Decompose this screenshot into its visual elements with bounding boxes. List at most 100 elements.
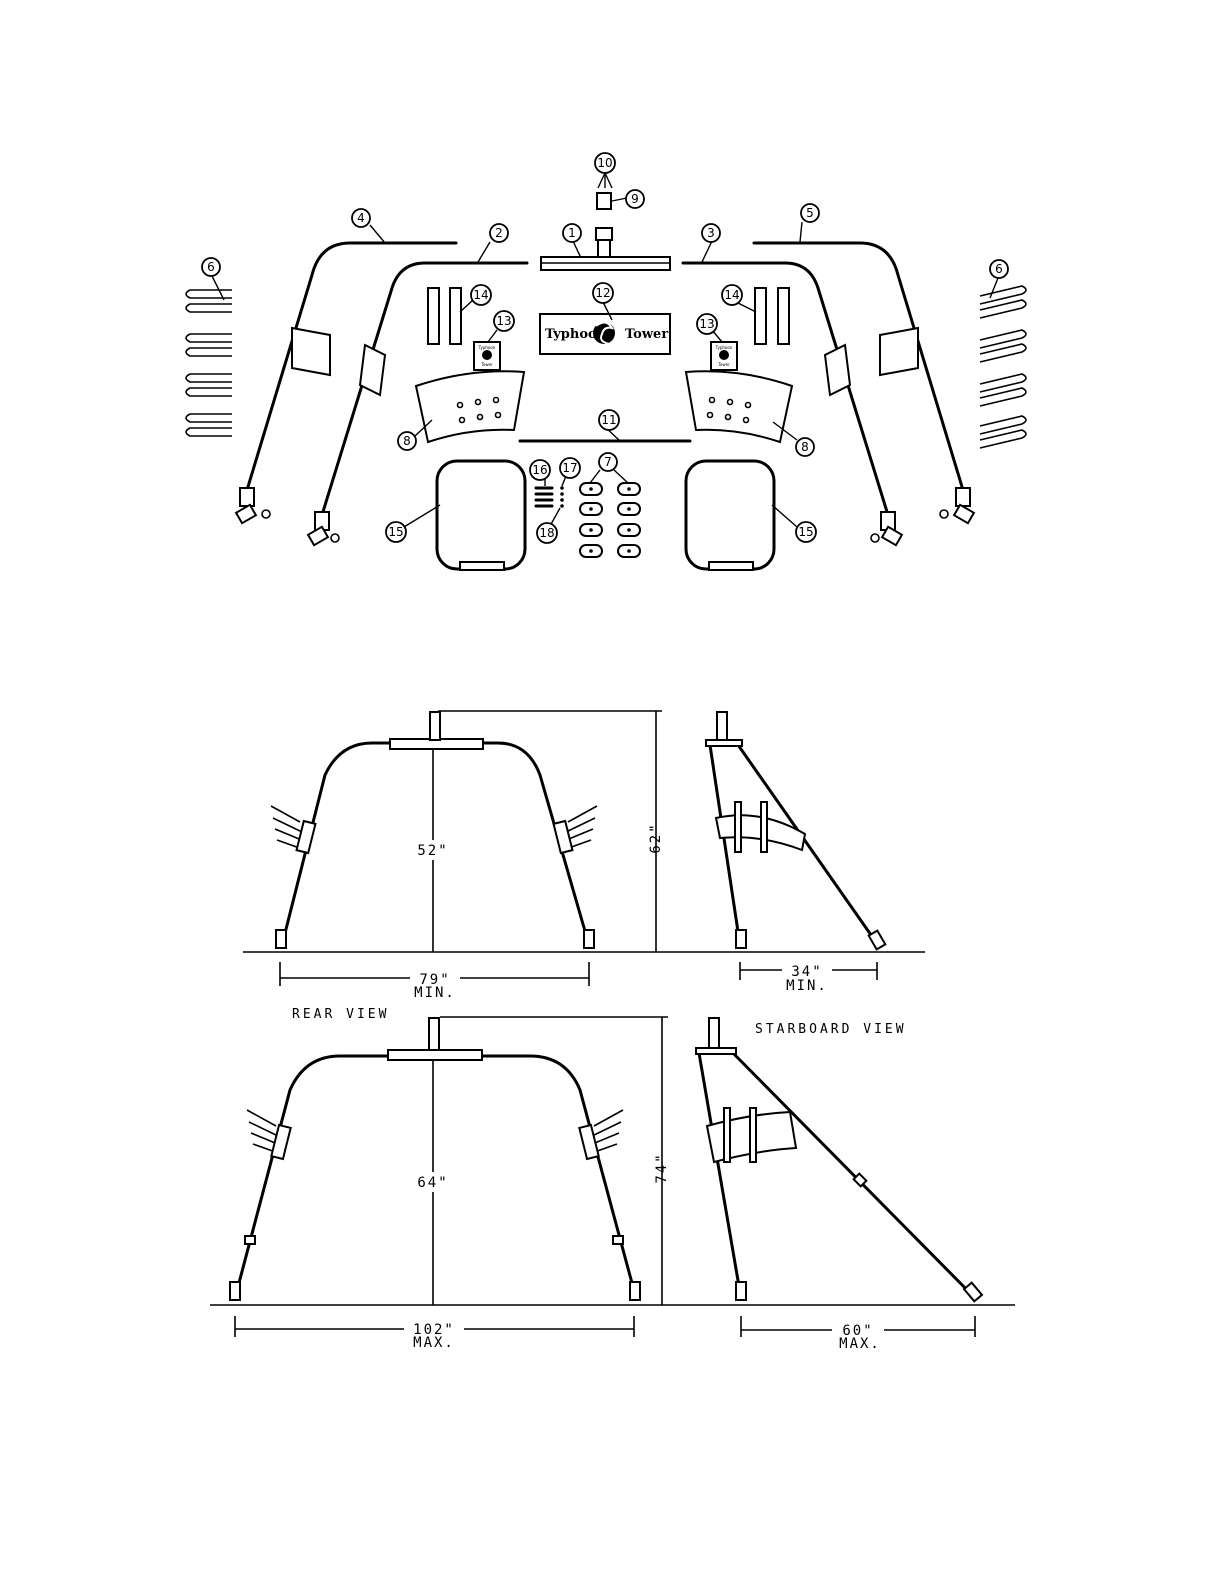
callout-7: 7 [599,453,617,471]
left-sleeve [245,1236,255,1244]
svg-text:4: 4 [357,211,365,225]
part-13-right-decal: Typhoon Tower [711,342,737,370]
svg-text:15: 15 [388,525,403,539]
left-front-clamp-plate [360,345,385,395]
part-14-left-clamp-strips [428,288,461,344]
right-foot [630,1282,640,1300]
svg-text:14: 14 [724,288,739,302]
part-10-screws [598,173,612,188]
svg-text:15: 15 [798,525,813,539]
rear-view-label: REAR VIEW [292,1007,389,1022]
logo-text-right: Tower [625,327,668,342]
mount-post [430,712,440,740]
svg-text:6: 6 [995,262,1003,276]
svg-text:13: 13 [699,317,714,331]
part-7-pads [580,483,640,557]
rack-strip-2 [761,802,767,852]
decal-text-top: Typhoon [478,345,496,350]
mount-post [429,1018,439,1050]
length-max-note: MAX. [839,1336,881,1352]
starboard-view-max: 60" MAX. [696,1018,982,1352]
callout-18: 18 [537,523,557,543]
rear-foot [869,931,886,950]
mount-post [717,712,727,740]
svg-text:9: 9 [631,192,639,206]
part-16-bolts [536,488,552,506]
mount-post [709,1018,719,1048]
callout-6-left: 6 [202,258,220,276]
svg-text:17: 17 [562,461,577,475]
left-foot [230,1282,240,1300]
svg-text:8: 8 [403,434,411,448]
callout-17: 17 [560,458,580,478]
rear-view-max: 74" 64" 102" MAX. [210,1017,1015,1351]
svg-text:11: 11 [601,413,616,427]
right-front-clamp-plate [825,345,850,395]
callout-16: 16 [530,460,550,480]
right-rear-foot [940,488,974,523]
callout-12: 12 [593,283,613,303]
part-15-right-frame [686,461,774,570]
left-foot [276,930,286,948]
callout-4: 4 [352,209,370,227]
left-board-rack [271,806,315,853]
callout-6-right: 6 [990,260,1008,278]
callout-15-right: 15 [796,522,816,542]
part-5-right-rear-tube [754,243,963,490]
right-rear-clamp-plate [880,328,918,375]
callout-10: 10 [595,153,615,173]
callout-15-left: 15 [386,522,406,542]
part-8-left-rack-plate [416,371,524,442]
part-9-knob [597,193,611,209]
part-8-right-rack-plate [686,371,792,442]
part-17-nuts [560,486,564,508]
exploded-parts-view: Typhoon Tower Typhoon Tower Typhoon Towe… [186,153,1026,570]
left-front-foot [308,512,339,545]
svg-text:10: 10 [597,156,612,170]
svg-text:6: 6 [207,260,215,274]
rear-leg [736,742,878,945]
callout-3: 3 [702,224,720,242]
rear-foot [964,1283,982,1302]
callout-2: 2 [490,224,508,242]
callout-11: 11 [599,410,619,430]
svg-text:1: 1 [568,226,576,240]
rack-strip-1 [735,802,741,852]
front-leg [699,1053,741,1298]
rear-leg [730,1050,975,1298]
callout-1: 1 [563,224,581,242]
svg-text:18: 18 [539,526,554,540]
callout-8-left: 8 [398,432,416,450]
callout-8-right: 8 [796,438,814,456]
right-sleeve [613,1236,623,1244]
clearance-64: 64" [417,1175,448,1191]
svg-text:5: 5 [806,206,814,220]
decal-text-bottom: Tower [717,362,730,367]
rear-view-min: 62" 52" 79" MIN. [243,711,925,1001]
rack-strip-2 [750,1108,756,1162]
callout-14-left: 14 [471,285,491,305]
clearance-52: 52" [417,843,448,859]
rack-strip-1 [724,1108,730,1162]
part-15-left-frame [437,461,525,570]
width-min-note: MIN. [414,985,456,1001]
callout-5: 5 [801,204,819,222]
right-board-rack [554,806,597,853]
left-rear-foot [236,488,270,523]
part-13-left-decal: Typhoon Tower [474,342,500,370]
front-foot [736,1282,746,1300]
svg-text:7: 7 [604,455,612,469]
callout-14-right: 14 [722,285,742,305]
right-foot [584,930,594,948]
part-6-right-rack-prongs [980,286,1026,448]
svg-text:13: 13 [496,314,511,328]
part-4-left-rear-tube [247,243,456,490]
right-front-foot [871,512,902,545]
svg-text:16: 16 [532,463,547,477]
decal-text-bottom: Tower [480,362,493,367]
svg-text:8: 8 [801,440,809,454]
svg-text:2: 2 [495,226,503,240]
height-62: 62" [648,822,664,853]
part-12-logo-plate: Typhoon Tower [540,314,670,354]
